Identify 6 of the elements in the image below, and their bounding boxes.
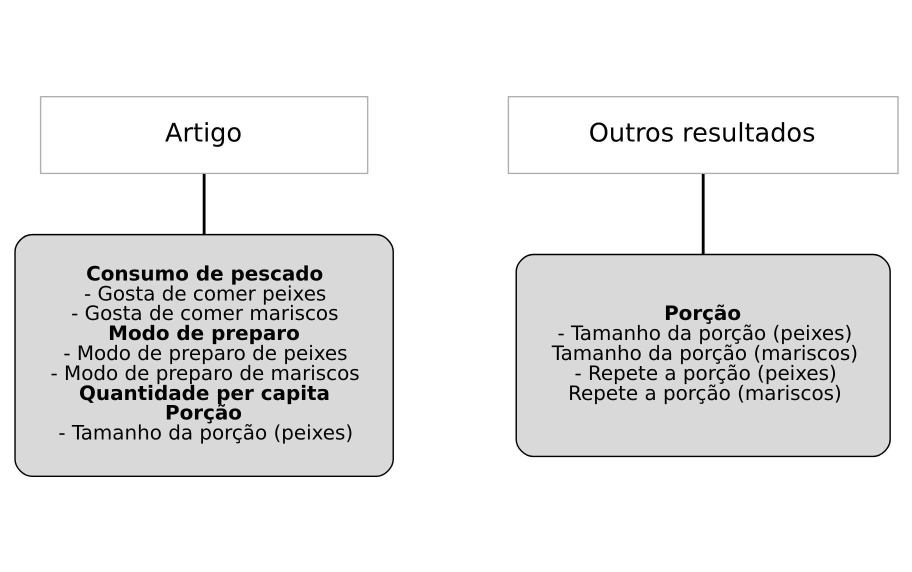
node-box: Consumo de pescado - Gosta de comer peixes - Gosta de comer mariscos Modo de preparo - Modo de preparo de peixes - Modo de preparo de mariscos Quantidade per capita Porção - Tamanho da porção (peixes)	[14, 233, 394, 477]
node-box: Outros resultados	[507, 95, 898, 174]
connector	[202, 173, 206, 234]
node-box: Artigo	[39, 95, 368, 174]
node-box: Porção - Tamanho da porção (peixes) Tamanho da porção (mariscos) - Repete a porção (peixes) Repete a porção (mariscos)	[515, 253, 890, 457]
connector	[701, 173, 704, 254]
